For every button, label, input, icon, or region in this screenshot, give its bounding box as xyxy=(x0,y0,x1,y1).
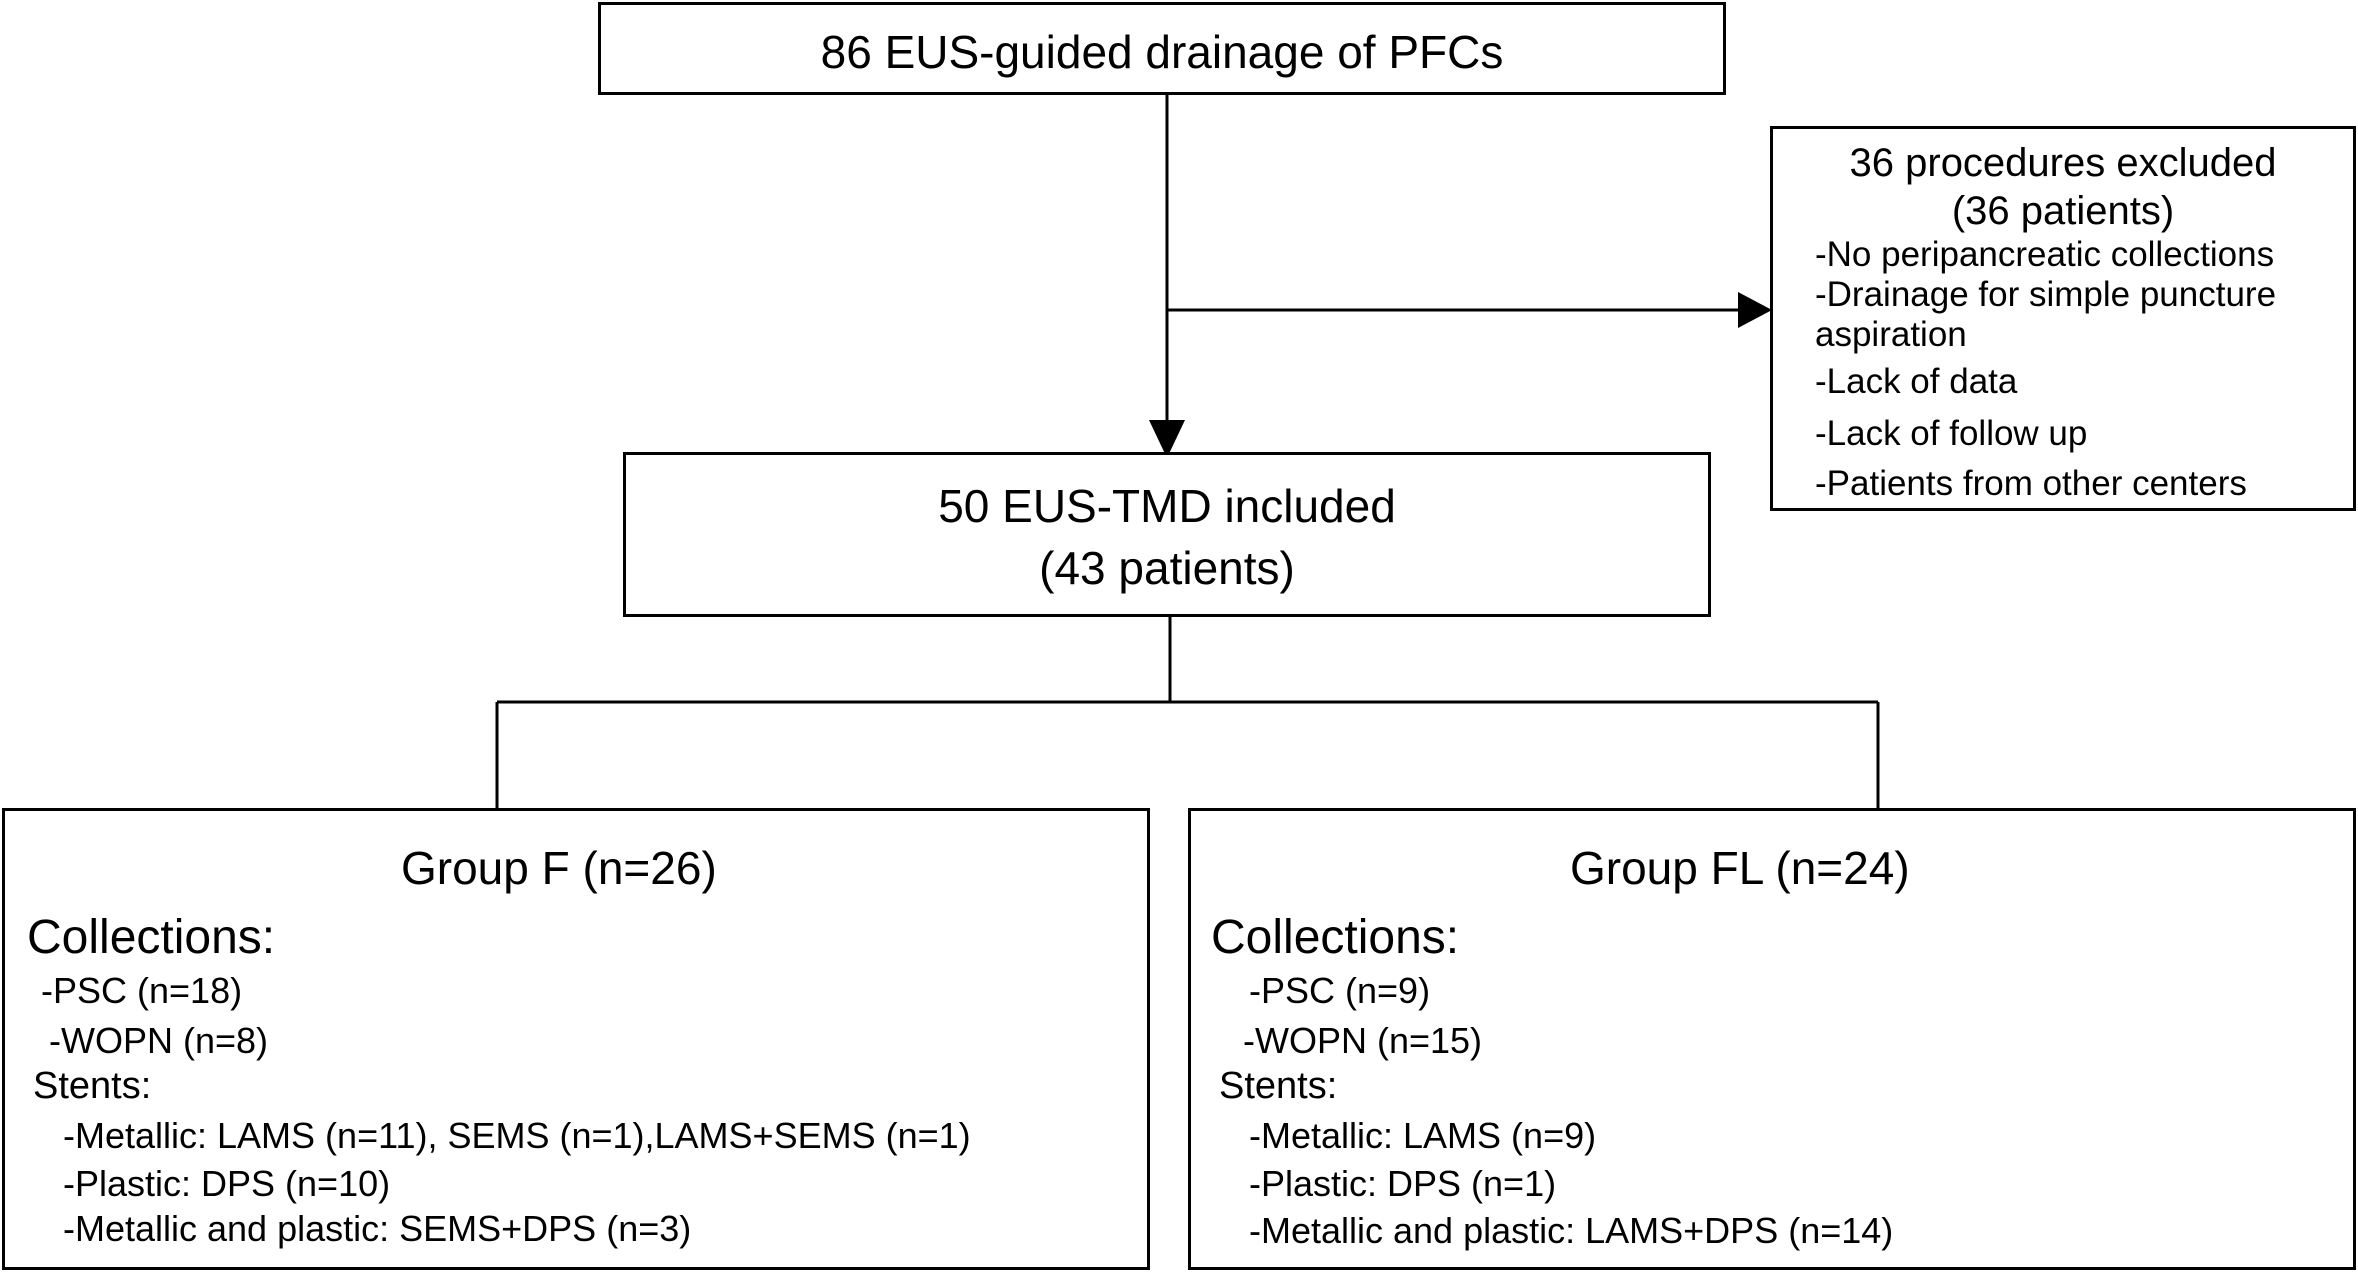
group-fl-collections-label: Collections: xyxy=(1211,911,1460,964)
excluded-item: -Drainage for simple puncture xyxy=(1815,275,2277,314)
group-f-box: Group F (n=26) Collections: -PSC (n=18) … xyxy=(2,808,1150,1270)
excluded-subtitle: (36 patients) xyxy=(1951,189,2175,233)
included-box: 50 EUS-TMD included (43 patients) xyxy=(623,452,1711,617)
group-f-stent-item: -Metallic: LAMS (n=11), SEMS (n=1),LAMS+… xyxy=(63,1115,971,1156)
group-f-stent-item: -Metallic and plastic: SEMS+DPS (n=3) xyxy=(63,1208,692,1249)
included-subtitle: (43 patients) xyxy=(1039,542,1295,594)
group-fl-collection-item: -PSC (n=9) xyxy=(1249,970,1431,1011)
top-box-text: 86 EUS-guided drainage of PFCs xyxy=(820,26,1504,78)
excluded-item: -Patients from other centers xyxy=(1815,464,2247,503)
group-fl-stent-item: -Plastic: DPS (n=1) xyxy=(1249,1163,1557,1204)
included-title: 50 EUS-TMD included xyxy=(938,480,1396,532)
excluded-box: 36 procedures excluded (36 patients) -No… xyxy=(1770,126,2356,511)
excluded-title: 36 procedures excluded xyxy=(1849,141,2277,185)
top-box: 86 EUS-guided drainage of PFCs xyxy=(598,2,1726,95)
group-fl-stent-item: -Metallic: LAMS (n=9) xyxy=(1249,1115,1597,1156)
arrowhead-right-icon xyxy=(1738,292,1772,328)
group-f-collections-label: Collections: xyxy=(27,911,276,964)
group-fl-stent-item: -Metallic and plastic: LAMS+DPS (n=14) xyxy=(1249,1210,1894,1251)
group-f-collection-item: -PSC (n=18) xyxy=(41,970,243,1011)
group-fl-title: Group FL (n=24) xyxy=(1570,842,1910,894)
arrowhead-down-icon xyxy=(1149,420,1185,458)
excluded-item: -No peripancreatic collections xyxy=(1815,235,2275,274)
excluded-item: -Lack of data xyxy=(1815,362,2018,401)
excluded-item: aspiration xyxy=(1815,315,1967,354)
excluded-item: -Lack of follow up xyxy=(1815,414,2088,453)
group-f-collection-item: -WOPN (n=8) xyxy=(49,1020,269,1061)
group-fl-box: Group FL (n=24) Collections: -PSC (n=9) … xyxy=(1188,808,2356,1270)
group-f-stent-item: -Plastic: DPS (n=10) xyxy=(63,1163,391,1204)
group-f-title: Group F (n=26) xyxy=(401,842,717,894)
group-fl-collection-item: -WOPN (n=15) xyxy=(1243,1020,1483,1061)
group-fl-stents-label: Stents: xyxy=(1219,1065,1338,1107)
group-f-stents-label: Stents: xyxy=(33,1065,152,1107)
